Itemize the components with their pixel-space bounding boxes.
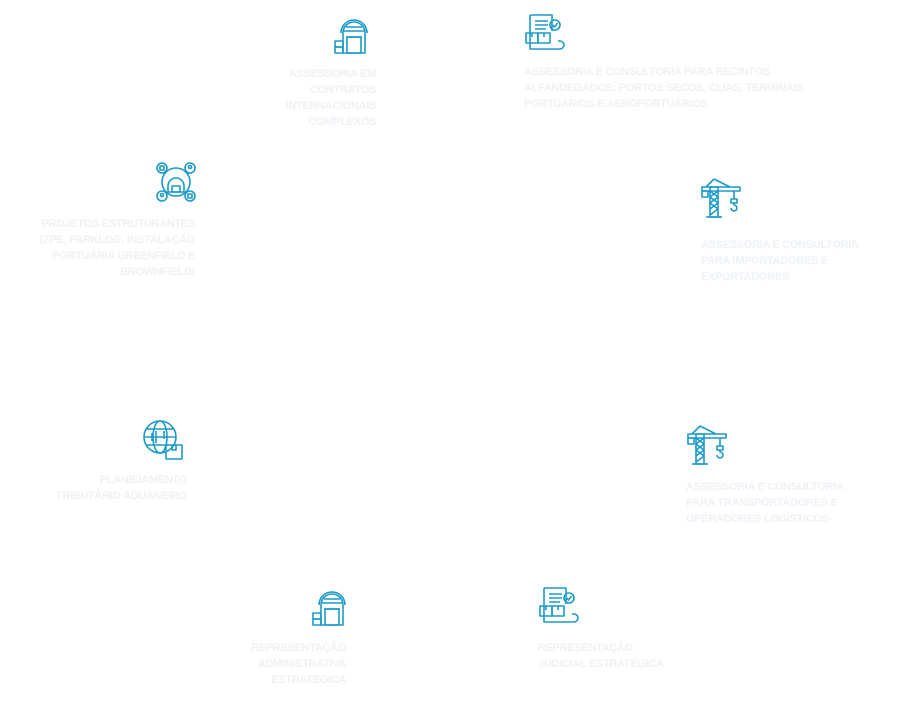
document-icon (538, 584, 580, 626)
warehouse-icon (333, 13, 375, 55)
service-label: REPRESENTAÇÃO ADMINISTRATIVA ESTRATÉGICA (251, 642, 346, 686)
network-icon (155, 161, 197, 203)
warehouse-icon (311, 585, 353, 627)
globe-icon (142, 419, 184, 461)
document-icon (524, 11, 566, 53)
service-label: REPRESENTAÇÃO JUDICIAL ESTRATÉGICA (538, 642, 664, 670)
service-label: ASSESSORIA E CONSULTORIA PARA IMPORTADOR… (701, 239, 859, 283)
service-label: PROJETOS ESTRUTURANTES (ZPE, PARKLOG, IN… (39, 218, 196, 278)
crane-icon (700, 177, 742, 219)
service-label: ASSESSORIA E CONSULTORIA PARA RECINTOS A… (524, 66, 804, 110)
crane-icon (686, 424, 728, 466)
service-label: ASSESSORIA EM CONTRATOS INTERNACIONAIS C… (285, 68, 376, 128)
service-label: ASSESSORIA E CONSULTORIA PARA TRANSPORTA… (686, 481, 844, 525)
service-label: PLANEJAMENTO TRIBUTÁRIO ADUANEIRO (55, 474, 187, 502)
